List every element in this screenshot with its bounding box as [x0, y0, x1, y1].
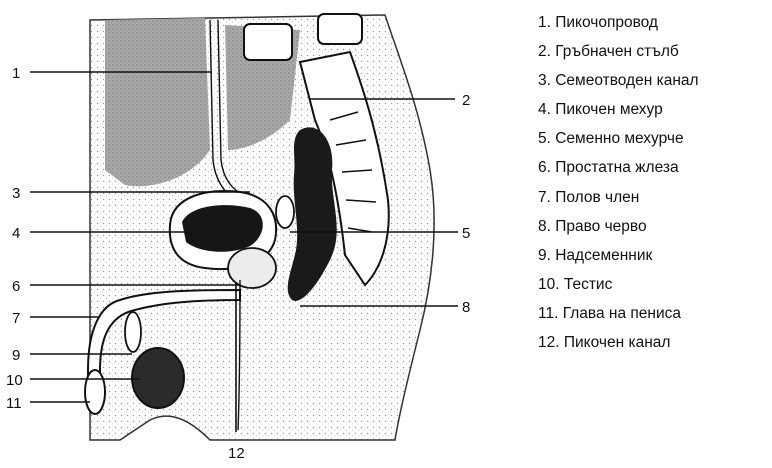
- callout-7: 7: [12, 310, 20, 327]
- callout-6: 6: [12, 278, 20, 295]
- callout-1: 1: [12, 65, 20, 82]
- vertebra-2: [318, 14, 362, 44]
- callout-11: 11: [6, 395, 22, 412]
- legend-item-4: 4. Пикочен мехур: [538, 95, 770, 124]
- legend-item-9: 9. Надсеменник: [538, 241, 770, 270]
- legend-item-6: 6. Простатна жлеза: [538, 153, 770, 182]
- pelvis-sagittal-section: 1 2 3 4 5 6 7 8 9 10 11 12: [0, 0, 540, 468]
- testis: [132, 348, 184, 408]
- legend-item-3: 3. Семеотводен канал: [538, 66, 770, 95]
- legend-list: 1. Пикочопровод 2. Гръбначен стълб 3. Се…: [538, 8, 770, 357]
- legend-item-11: 11. Глава на пениса: [538, 299, 770, 328]
- legend-item-1: 1. Пикочопровод: [538, 8, 770, 37]
- callout-5: 5: [462, 225, 470, 242]
- callout-10: 10: [6, 372, 23, 389]
- legend-item-12: 12. Пикочен канал: [538, 328, 770, 357]
- epididymis: [125, 312, 141, 352]
- legend-item-7: 7. Полов член: [538, 183, 770, 212]
- callout-9: 9: [12, 347, 20, 364]
- legend-item-10: 10. Тестис: [538, 270, 770, 299]
- glans: [85, 370, 105, 414]
- callout-8: 8: [462, 299, 470, 316]
- callout-12: 12: [228, 445, 245, 462]
- callout-4: 4: [12, 225, 20, 242]
- seminal-vesicle: [276, 196, 294, 228]
- legend-item-8: 8. Право черво: [538, 212, 770, 241]
- vertebra-1: [244, 24, 292, 60]
- bladder-interior: [182, 205, 263, 252]
- abdominal-cavity: [105, 18, 210, 186]
- legend-item-2: 2. Гръбначен стълб: [538, 37, 770, 66]
- callout-3: 3: [12, 185, 20, 202]
- legend-item-5: 5. Семенно мехурче: [538, 124, 770, 153]
- callout-2: 2: [462, 92, 470, 109]
